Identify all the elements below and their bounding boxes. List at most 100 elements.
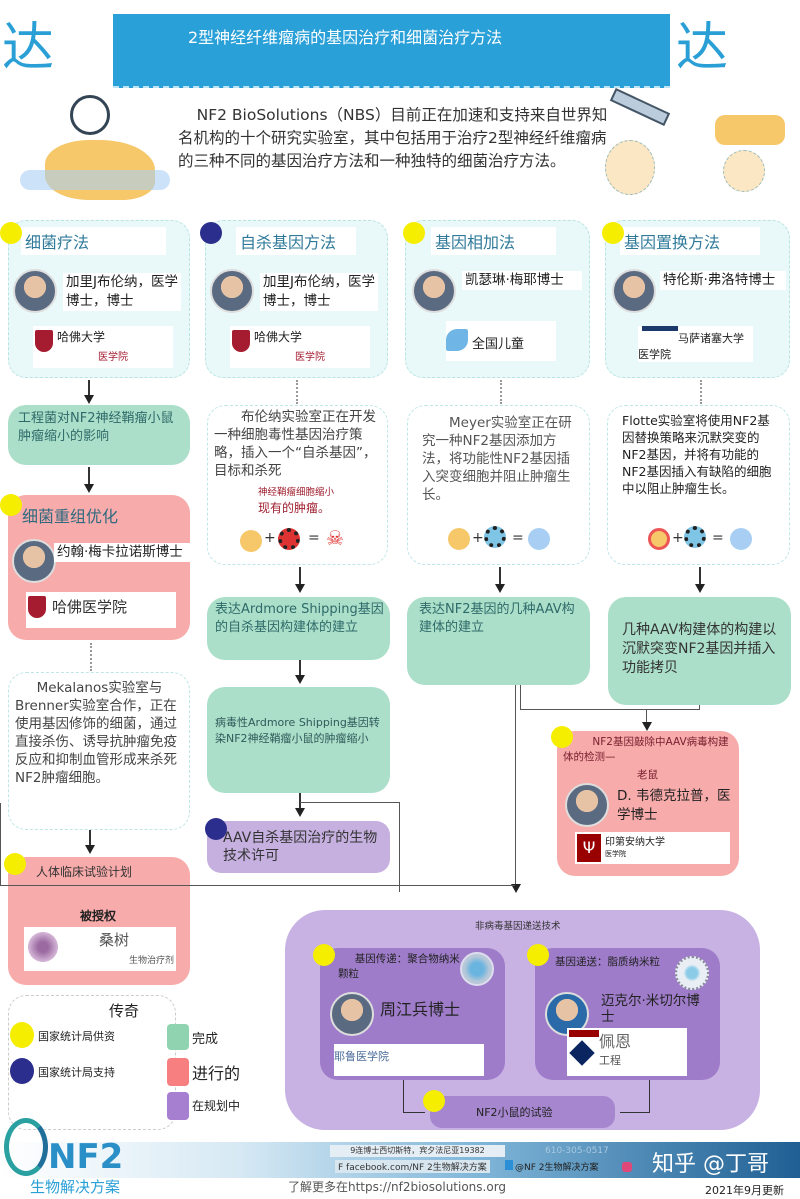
tumor-cell-icon (240, 530, 262, 552)
footer-address: 9连博士西切斯特，宾夕法尼亚19382 (330, 1145, 505, 1157)
footer-twitter-link[interactable]: @NF 2生物解决方案 (515, 1163, 599, 1173)
updated-date: 2021年9月更新 (705, 1184, 784, 1197)
logo-text: NF2 (48, 1137, 124, 1177)
arrow-icon (84, 395, 94, 404)
step-text: AAV自杀基因治疗的生物技术许可 (223, 830, 378, 864)
step-engineered-bacteria: 工程菌对NF2神经鞘瘤小鼠肿瘤缩小的影响 (8, 405, 190, 465)
legend-label: 进行的 (192, 1064, 241, 1083)
connector-line (609, 87, 671, 127)
card-lipid-nanoparticle: 基因递送：脂质纳米粒 迈克尔·米切尔博士 佩恩 工程 (535, 948, 720, 1080)
legend-swatch-planned (167, 1092, 189, 1120)
connector-line (296, 380, 298, 404)
connector-line (646, 709, 647, 723)
funded-dot-icon (551, 726, 573, 748)
card-title: 基因传递：聚合物纳米颗粒 (338, 953, 460, 980)
legend-swatch-in-progress (167, 1058, 189, 1086)
person-name: 约翰·梅卡拉诺斯博士 (54, 543, 194, 562)
org-name: 全国儿童 (472, 337, 525, 352)
connector-line (88, 467, 90, 485)
org-logo: 耶鲁医学院 (334, 1044, 484, 1076)
org-name: 马萨诸塞大学 (678, 332, 744, 345)
step-text: 表达NF2基因的几种AAV构建体的建立 (419, 602, 575, 635)
org-name: 哈佛医学院 (52, 598, 128, 616)
footer-facebook-link[interactable]: F facebook.com/NF 2生物解决方案 (335, 1160, 490, 1173)
org-name: 佩恩 (599, 1032, 632, 1051)
avatar (565, 783, 609, 827)
footer-website-link[interactable]: 了解更多在https://nf2biosolutions.org (288, 1180, 507, 1194)
arrow-icon (295, 584, 305, 593)
connector-line (403, 1112, 425, 1113)
funded-dot-icon (527, 944, 549, 966)
step-biotech-license: AAV自杀基因治疗的生物技术许可 (207, 821, 390, 873)
decorative-char-right: 达 (676, 18, 729, 78)
step-text: 表达Ardmore Shipping基因的自杀基因构建体的建立 (215, 602, 384, 635)
skull-icon: ☠ (326, 526, 344, 550)
connector-line (299, 793, 301, 809)
bacteria-illustration (20, 95, 170, 205)
connector-line (715, 115, 785, 145)
org-logo: 哈佛大学 医学院 (230, 326, 370, 368)
arrow-icon (642, 722, 652, 731)
person-name: 加里J布伦纳，医学博士，博士 (260, 273, 378, 311)
virus-icon (278, 528, 300, 550)
connector-line (300, 802, 400, 803)
person-name: 迈克尔·米切尔博士 (601, 993, 700, 1025)
connector-line (649, 1080, 650, 1112)
description-mekalanos: Mekalanos实验室与Brenner实验室合作，正在使用基因修饰的细菌，通过… (8, 672, 190, 830)
gene-therapy-illustration (605, 87, 795, 195)
butterfly-icon (446, 329, 468, 351)
section-title: 非病毒基因递送技术 (475, 921, 561, 932)
tree-icon (26, 929, 60, 965)
card-polymer-nanoparticle: 基因传递：聚合物纳米颗粒 周江兵博士 耶鲁医学院 (320, 948, 505, 1080)
avatar (330, 992, 374, 1036)
indiana-trident-icon: Ψ (577, 834, 601, 862)
licensee-sub: 生物治疗剂 (129, 956, 175, 966)
description-text: Meyer实验室正在研究一种NF2基因添加方法，将功能性NF2基因插入突变细胞并… (422, 415, 572, 503)
connector-line (699, 567, 701, 585)
org-sub: 医学院 (295, 352, 325, 363)
card-suicide-gene: 自杀基因方法 加里J布伦纳，医学博士，博士 哈佛大学 医学院 (205, 220, 388, 378)
arrow-icon (295, 675, 305, 684)
card-bacterial-therapy: 细菌疗法 加里J布伦纳，医学博士，博士 哈佛大学 医学院 (8, 220, 190, 378)
funded-dot-icon (0, 494, 22, 516)
org-logo: 全国儿童 (446, 321, 556, 361)
card-title: 人体临床试验计划 (36, 865, 133, 879)
step-nf2-aav: 表达NF2基因的几种AAV构建体的建立 (407, 597, 590, 685)
legend-label: 国家统计局支持 (38, 1066, 115, 1079)
funded-dot-icon (0, 222, 22, 244)
card-mouse-test: NF2基因敲除中AAV病毒构建体的检测— 老鼠 D. 韦德克拉普，医学博士 Ψ … (557, 731, 739, 876)
legend-label: 国家统计局供资 (38, 1030, 115, 1043)
avatar (12, 539, 56, 583)
harvard-shield-icon (28, 596, 46, 618)
intro-paragraph: NF2 BioSolutions（NBS）目前正在加速和支持来自世界知名机构的十… (178, 106, 608, 170)
funded-dot-icon (313, 944, 335, 966)
decorative-char-left: 达 (2, 18, 55, 78)
supported-dot-icon (200, 222, 222, 244)
card-title: NF2基因敲除中AAV病毒构建体的检测— (563, 736, 729, 763)
connector-line (299, 660, 301, 676)
org-name: 印第安纳大学 (605, 837, 665, 848)
supported-dot-icon (205, 818, 227, 840)
org-sub: 医学院 (98, 352, 128, 363)
connector-line (520, 709, 700, 710)
card-title: 基因置换方法 (620, 227, 760, 255)
connector-line (403, 1080, 404, 1112)
connector-line (90, 643, 92, 671)
description-meyer: Meyer实验室正在研究一种NF2基因添加方法，将功能性NF2基因插入突变细胞并… (407, 405, 590, 565)
person-name: 特伦斯·弗洛特博士 (660, 271, 786, 290)
footer-phone: 610-305-0517 (545, 1146, 609, 1156)
description-red: 现有的肿瘤。 (258, 501, 331, 515)
step-suicide-construct: 表达Ardmore Shipping基因的自杀基因构建体的建立 (207, 597, 390, 660)
harvard-shield-icon (35, 330, 53, 352)
org-logo: 佩恩 工程 (567, 1028, 687, 1076)
step-tumor-reduction: 病毒性Ardmore Shipping基因转染NF2神经鞘瘤小鼠的肿瘤缩小 (207, 687, 390, 793)
connector-line (605, 140, 655, 195)
nf2-logo-icon (4, 1118, 48, 1176)
section-nonviral-delivery: 非病毒基因递送技术 基因传递：聚合物纳米颗粒 周江兵博士 耶鲁医学院 基因递送：… (285, 910, 760, 1130)
card-title: 自杀基因方法 (236, 227, 356, 255)
arrow-icon (495, 584, 505, 593)
penn-banner-icon (569, 1030, 599, 1037)
watermark: 知乎 @丁哥 (652, 1152, 769, 1177)
instagram-icon (622, 1162, 632, 1172)
description-flotte: Flotte实验室将使用NF2基因替换策略来沉默突变的NF2基因，并将有功能的N… (607, 405, 790, 565)
